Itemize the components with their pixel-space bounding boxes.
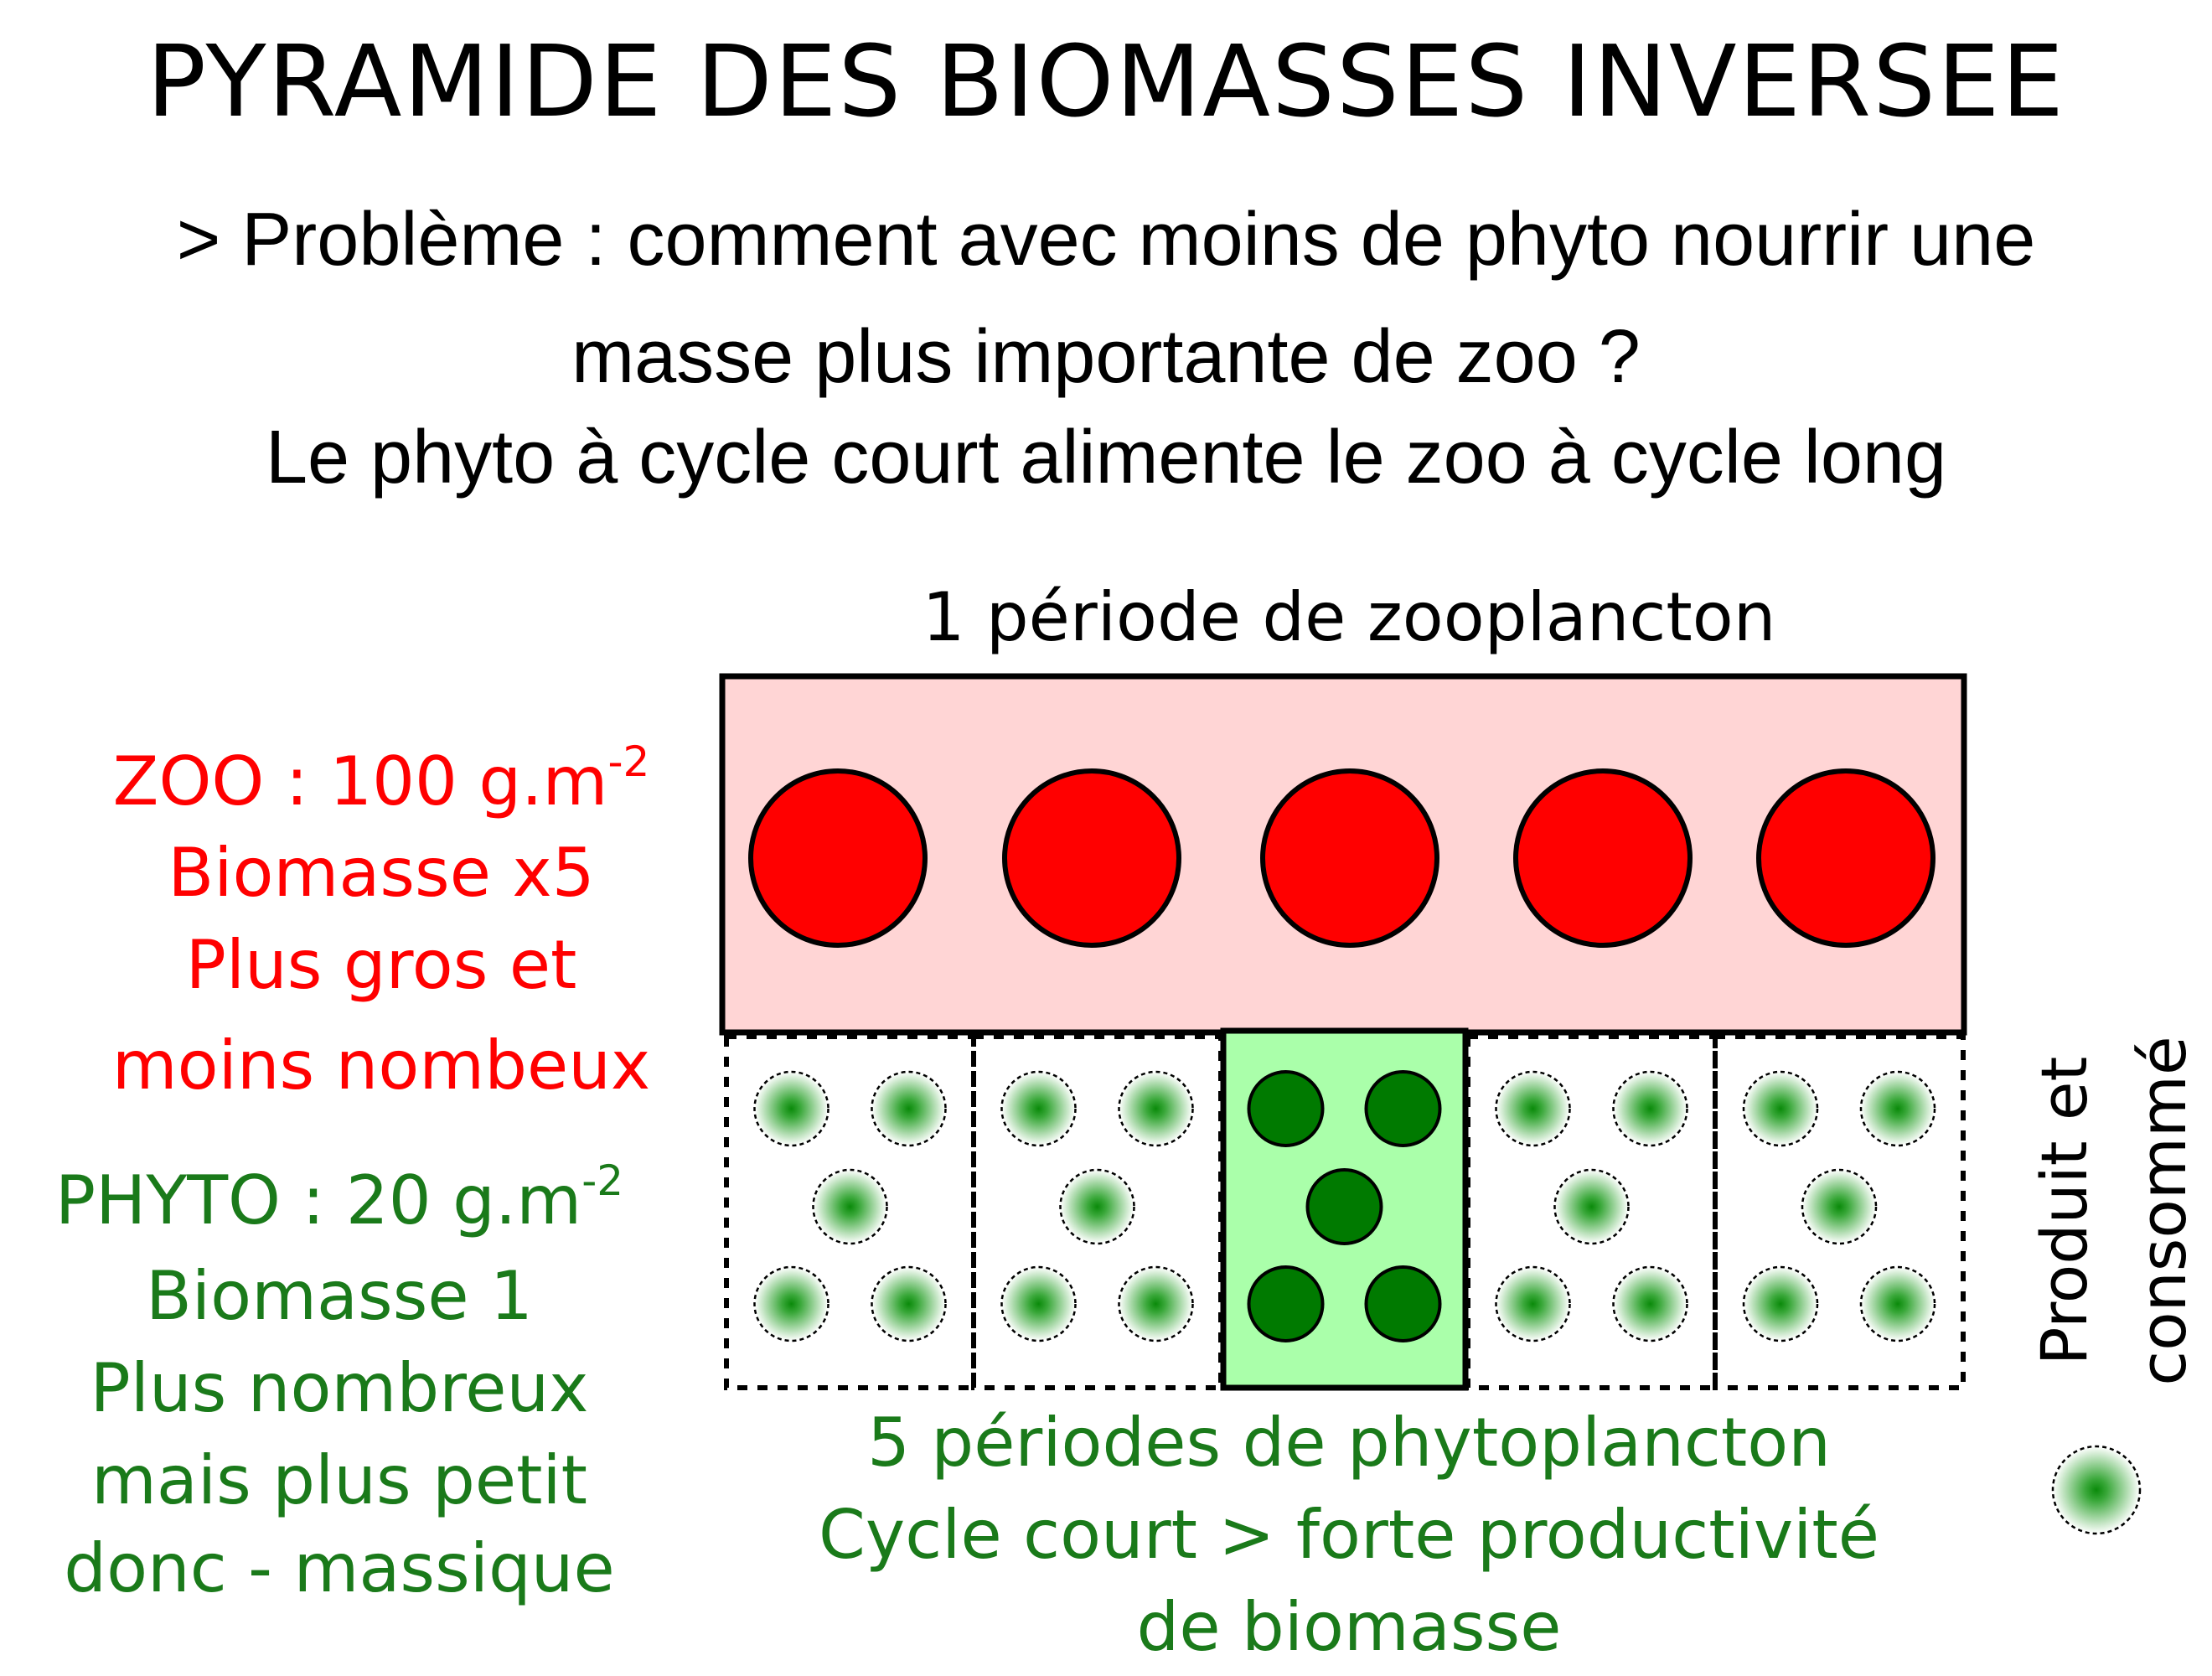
phyto-cell-circle — [1859, 1070, 1936, 1147]
problem-statement-line-2: masse plus importante de zoo ? — [571, 315, 1641, 399]
legend-label-line-2: consommé — [2126, 1036, 2200, 1386]
phyto-description-line-1: Plus nombreux — [90, 1349, 589, 1427]
phyto-cell-circle-consumed — [1247, 1265, 1325, 1342]
legend-label: Produit et consommé — [2015, 1001, 2200, 1420]
phyto-cell-circle — [1801, 1168, 1878, 1245]
phyto-cell-circle — [1495, 1265, 1571, 1342]
zoo-biomass-value: ZOO : 100 g.m-2 — [50, 737, 712, 820]
phyto-period-cell — [1465, 1034, 1718, 1390]
phyto-cell-circle-consumed — [1305, 1168, 1383, 1245]
phyto-cell-circle — [1118, 1265, 1194, 1342]
zoo-description-line-2: moins nombeux — [111, 1027, 651, 1104]
phyto-cell-circle — [1612, 1265, 1688, 1342]
phyto-cell-circle-consumed — [1364, 1265, 1442, 1342]
phyto-period-label: 5 périodes de phytoplancton — [867, 1404, 1831, 1482]
zoo-organism-circle — [748, 768, 928, 948]
legend-phyto-cell-circle — [2051, 1445, 2142, 1535]
phyto-cell-circle-consumed — [1247, 1070, 1325, 1147]
phyto-cell-circle — [871, 1070, 947, 1147]
phyto-cell-circle — [1000, 1265, 1077, 1342]
zoo-biomass-ratio: Biomasse x5 — [168, 834, 595, 912]
phyto-cell-circle-consumed — [1364, 1070, 1442, 1147]
phyto-biomass-unit-exponent: -2 — [581, 1156, 624, 1205]
zoo-biomass-unit-exponent: -2 — [607, 737, 650, 786]
phyto-cycle-note-line-2: de biomasse — [1136, 1588, 1562, 1666]
legend-layer — [2051, 1445, 2142, 1535]
problem-statement-line-1: > Problème : comment avec moins de phyto… — [176, 198, 2036, 282]
phyto-cell-circle — [1118, 1070, 1194, 1147]
zoo-organism-circle — [1002, 768, 1181, 948]
zoo-biomass-value-main: ZOO : 100 g.m — [112, 742, 608, 820]
zoo-organism-circle — [1756, 768, 1936, 948]
phyto-cell-circle — [753, 1070, 830, 1147]
phyto-cell-circle — [812, 1168, 888, 1245]
phyto-description-line-2: mais plus petit — [90, 1441, 588, 1519]
legend-label-line-1: Produit et — [2027, 1056, 2101, 1366]
phyto-layer — [724, 1027, 1966, 1391]
zoo-description-line-1: Plus gros et — [185, 926, 577, 1004]
phyto-cell-circle — [1553, 1168, 1630, 1245]
zoo-layer — [719, 673, 1967, 1036]
phyto-cycle-note-line-1: Cycle court > forte productivité — [819, 1496, 1879, 1574]
page-title: PYRAMIDE DES BIOMASSES INVERSEE — [146, 23, 2066, 139]
phyto-description-line-3: donc - massique — [64, 1529, 615, 1607]
phyto-biomass-value-main: PHYTO : 20 g.m — [54, 1161, 582, 1239]
problem-statement-line-3: Le phyto à cycle court alimente le zoo à… — [265, 416, 1947, 499]
zoo-period-label: 1 période de zooplancton — [922, 578, 1776, 656]
phyto-cell-circle — [1742, 1265, 1819, 1342]
phyto-cell-circle — [1742, 1070, 1819, 1147]
phyto-cell-circle — [753, 1265, 830, 1342]
zoo-organism-circle — [1513, 768, 1693, 948]
phyto-period-cell — [1713, 1034, 1966, 1390]
phyto-cell-circle — [871, 1265, 947, 1342]
phyto-biomass-value: PHYTO : 20 g.m-2 — [0, 1156, 679, 1239]
phyto-cell-circle — [1859, 1265, 1936, 1342]
phyto-cell-circle — [1495, 1070, 1571, 1147]
zoo-organism-circle — [1260, 768, 1439, 948]
phyto-cell-circle — [1000, 1070, 1077, 1147]
phyto-cell-circle — [1612, 1070, 1688, 1147]
phyto-biomass-ratio: Biomasse 1 — [146, 1257, 533, 1335]
phyto-cell-circle — [1059, 1168, 1135, 1245]
phyto-period-cell — [724, 1034, 976, 1390]
